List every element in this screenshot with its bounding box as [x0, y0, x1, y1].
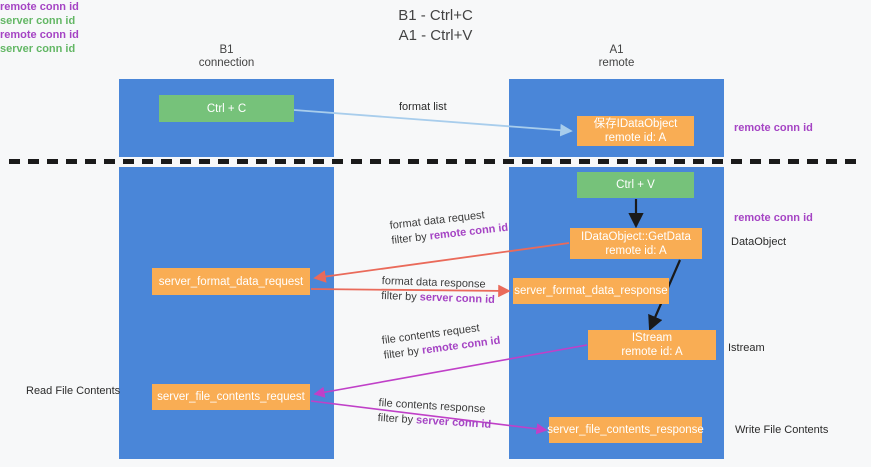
node-ctrl-v-label: Ctrl + V	[616, 179, 655, 191]
column-header-a1-role: remote	[598, 57, 635, 69]
node-idataobject-getdata[interactable]: IDataObject::GetData remote id: A	[570, 228, 702, 259]
title-line-2: A1 - Ctrl+V	[398, 27, 473, 44]
node-idataobject-getdata-line2: remote id: A	[605, 244, 667, 257]
node-istream-line2: remote id: A	[621, 346, 683, 358]
filter-prefix: filter by	[383, 344, 423, 362]
edge-label-format-data-response-filter: filter by server conn id	[381, 289, 495, 308]
side-label-istream: Istream	[728, 342, 765, 354]
edge-label-format-data-response: format data response filter by server co…	[381, 274, 496, 308]
side-label-group-left-bottom: remote conn id server conn id	[0, 28, 871, 56]
title-line-1: B1 - Ctrl+C	[398, 7, 473, 24]
node-ctrl-c-label: Ctrl + C	[206, 102, 247, 115]
side-label-left-mid-server-conn-id: server conn id	[0, 15, 76, 27]
filter-key-server-conn-id: server conn id	[415, 414, 492, 431]
column-header-a1-name: A1	[609, 44, 624, 56]
node-server-file-contents-request[interactable]: server_file_contents_request	[152, 384, 310, 410]
filter-prefix: filter by	[377, 411, 417, 427]
side-label-group-left-mid: remote conn id server conn id	[0, 0, 871, 28]
side-label-left-bottom-server-conn-id: server conn id	[0, 43, 76, 55]
node-istream[interactable]: IStream remote id: A	[588, 330, 716, 360]
diagram-title: B1 - Ctrl+C A1 - Ctrl+V	[0, 6, 871, 46]
side-label-read-file-contents: Read File Contents	[26, 385, 121, 397]
column-header-b1-name: B1	[219, 44, 234, 56]
node-server-format-data-response-label: server_format_data_response	[514, 285, 668, 297]
node-server-format-data-response[interactable]: server_format_data_response	[513, 278, 669, 304]
node-save-idataobject-line1: 保存IDataObject	[593, 118, 678, 130]
edge-label-format-data-request: format data request filter by remote con…	[389, 206, 509, 249]
node-server-file-contents-response[interactable]: server_file_contents_response	[547, 417, 704, 443]
node-istream-line1: IStream	[631, 332, 673, 344]
edge-label-format-list: format list	[399, 101, 447, 113]
side-label-remote-conn-id-top: remote conn id	[734, 122, 813, 134]
edge-label-file-contents-response: file contents response filter by server …	[377, 396, 492, 433]
column-header-b1: B1 connection	[119, 44, 334, 70]
node-server-file-contents-response-label: server_file_contents_response	[547, 424, 704, 436]
filter-prefix: filter by	[381, 289, 420, 304]
column-header-b1-role: connection	[198, 57, 255, 69]
side-label-left-mid-remote-conn-id: remote conn id	[0, 1, 79, 13]
side-label-write-file-contents: Write File Contents	[735, 424, 829, 436]
node-save-idataobject-line2: remote id: A	[604, 132, 667, 144]
node-server-file-contents-request-label: server_file_contents_request	[157, 391, 305, 403]
column-header-a1: A1 remote	[509, 44, 724, 70]
column-band-b1-bottom	[119, 167, 334, 459]
node-idataobject-getdata-line1: IDataObject::GetData	[581, 230, 691, 243]
side-label-left-bottom-remote-conn-id: remote conn id	[0, 29, 79, 41]
phase-divider	[9, 159, 864, 164]
side-label-dataobject: DataObject	[731, 236, 787, 248]
filter-prefix: filter by	[390, 230, 431, 247]
node-save-idataobject[interactable]: 保存IDataObject remote id: A	[577, 116, 694, 146]
node-ctrl-c[interactable]: Ctrl + C	[159, 95, 294, 122]
node-ctrl-v[interactable]: Ctrl + V	[577, 172, 694, 198]
side-label-remote-conn-id-mid: remote conn id	[734, 212, 813, 224]
edge-label-file-contents-request: file contents request filter by remote c…	[381, 319, 501, 364]
node-server-format-data-request[interactable]: server_format_data_request	[152, 268, 310, 295]
column-band-a1-bottom	[509, 167, 724, 459]
node-server-format-data-request-label: server_format_data_request	[158, 275, 304, 288]
filter-key-server-conn-id: server conn id	[419, 291, 496, 306]
